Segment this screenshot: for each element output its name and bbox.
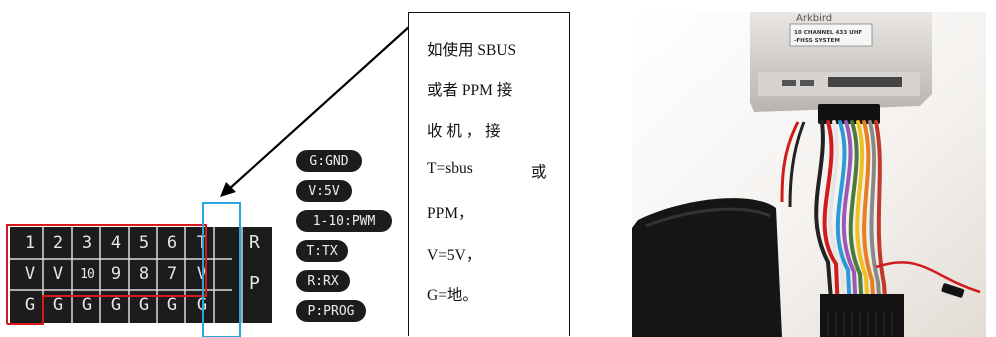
note-line: 收 机 ， 接 — [427, 123, 501, 140]
pin-label: 1 — [24, 233, 36, 253]
pin-label: V — [24, 264, 36, 284]
pin-label: 10 — [80, 266, 95, 282]
legend-rx: R:RX — [296, 270, 350, 292]
pin-label: G — [52, 295, 64, 315]
receiver-label-line: -FHSS SYSTEM — [794, 38, 840, 44]
pin-label: 5 — [138, 233, 150, 253]
note-line: 或 — [531, 164, 547, 181]
pin-label: 3 — [81, 233, 93, 253]
pin-label: 4 — [110, 233, 122, 253]
pin-label: 7 — [166, 264, 178, 284]
pin-label-p: P — [249, 273, 260, 294]
note-line: G=地。 — [427, 287, 478, 304]
pin-label-r: R — [249, 232, 260, 253]
legend-5v: V:5V — [296, 180, 352, 202]
pin-label: 8 — [138, 264, 150, 284]
pin-label: G — [81, 295, 93, 315]
receiver-photo-illustration: Arkbird 10 CHANNEL 433 UHF -FHSS SYSTEM — [632, 12, 986, 337]
wiring-note: 如使用 SBUS 或者 PPM 接 收 机 ， 接 T=sbus 或 PPM， … — [408, 12, 570, 336]
note-line: T=sbus — [427, 160, 473, 177]
note-line: 如使用 SBUS — [427, 42, 517, 59]
legend-pwm: 1-10:PWM — [296, 210, 392, 232]
receiver-photo: Arkbird 10 CHANNEL 433 UHF -FHSS SYSTEM — [632, 12, 986, 337]
receiver-label-line: 10 CHANNEL 433 UHF — [794, 30, 862, 36]
note-line: V=5V， — [427, 247, 482, 264]
pin-label: G — [166, 295, 178, 315]
pin-label: G — [110, 295, 122, 315]
pointer-arrow — [220, 25, 411, 197]
pin-label: V — [52, 264, 64, 284]
grid-lines — [10, 227, 243, 323]
legend-gnd: G:GND — [296, 150, 362, 172]
brand-text: Arkbird — [796, 13, 832, 24]
legend-prog: P:PROG — [296, 300, 366, 322]
legend-tx: T:TX — [296, 240, 348, 262]
pin-label: 6 — [166, 233, 178, 253]
note-line: PPM， — [427, 205, 474, 222]
pin-label: 9 — [110, 264, 122, 284]
pin-label: G — [24, 295, 36, 315]
pin-label: 2 — [52, 233, 64, 253]
pwm-pins-outline — [6, 224, 207, 325]
pin-label: G — [138, 295, 150, 315]
tx-column-outline — [202, 202, 241, 337]
note-line: 或者 PPM 接 — [427, 82, 513, 99]
